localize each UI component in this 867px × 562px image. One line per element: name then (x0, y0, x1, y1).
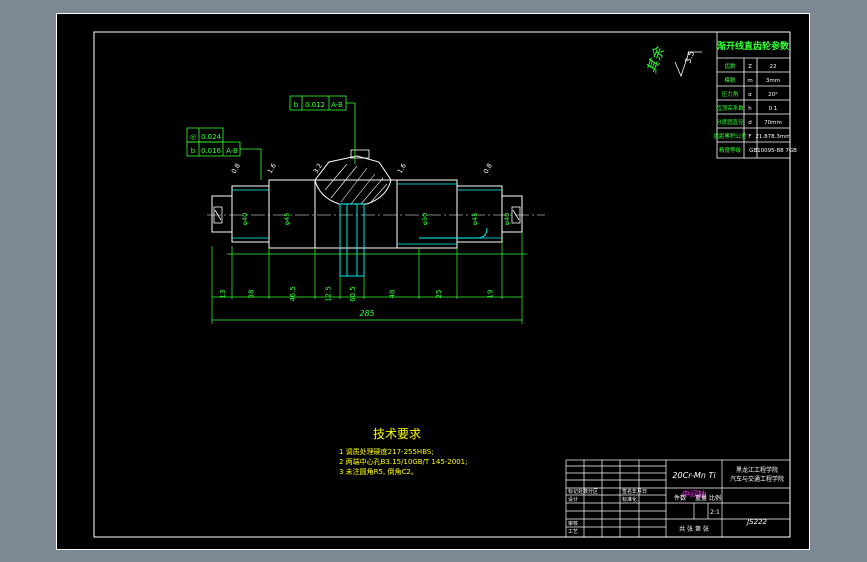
diameter-label-4: φ40 (503, 213, 511, 226)
param-name-4: 分度圆直径 (716, 118, 744, 126)
roughness-mark-4: 0.8 (482, 162, 494, 175)
title-weight-label: 重量 (695, 494, 707, 502)
param-name-2: 压力角 (722, 90, 739, 98)
param-sym-4: d (748, 120, 752, 126)
param-sym-5: F (748, 134, 751, 140)
tol-top-sym: b (294, 101, 299, 109)
dim-seg-6: 25 (435, 290, 443, 299)
dim-seg-1: 38 (248, 290, 256, 299)
tol-left2-ref: A-B (226, 147, 238, 155)
title-row-2: 设计 (568, 496, 578, 503)
tolerance-frame-top (289, 95, 356, 164)
diameter-label-0: φ40 (241, 213, 249, 226)
dim-seg-7: 19 (487, 290, 495, 299)
param-sym-2: α (748, 92, 752, 98)
param-val-1: 3mm (766, 78, 780, 84)
drawing-sheet: 渐开线直齿轮参数 齿数 Z 22 模数 m 3mm 压力角 α 20° 齿顶高系数 h 0.1 分度圆直… (56, 13, 810, 550)
title-dept: 汽车与交通工程学院 (730, 475, 784, 483)
shaft-detail-lines (232, 183, 502, 245)
tol-top-val: 0.012 (305, 101, 325, 109)
diameter-label-2: φ50 (421, 213, 429, 226)
title-date: 签名年月日 (622, 488, 647, 495)
param-name-6: 精度等级 (719, 146, 742, 154)
drawing-canvas: 渐开线直齿轮参数 齿数 Z 22 模数 m 3mm 压力角 α 20° 齿顶高系数 h 0.1 分度圆直… (93, 31, 797, 538)
tech-req-item-1: 1 调质处理硬度217-255HBS; (339, 447, 434, 456)
dimension-lines (211, 232, 527, 324)
tolerance-frame-left (186, 127, 262, 180)
gear-section (314, 149, 392, 205)
dim-seg-5: 48 (389, 290, 397, 299)
roughness-other-note: 其余 (644, 44, 669, 76)
center-hole-right (511, 206, 521, 224)
tech-req-item-3: 3 未注圆角R5, 倒角C2。 (339, 467, 418, 476)
param-table-title: 渐开线直齿轮参数 (717, 40, 790, 52)
tol-top-ref: A-B (331, 101, 343, 109)
param-val-2: 20° (768, 92, 778, 98)
param-name-1: 模数 (724, 76, 736, 84)
dim-seg-2: 46.5 (289, 286, 297, 302)
title-scale: 2:1 (710, 509, 720, 516)
title-total: 共 张 第 张 (679, 525, 709, 533)
tech-req-title: 技术要求 (373, 427, 421, 441)
title-row-4: 工艺 (568, 529, 578, 535)
roughness-other-value: 3.5 (683, 50, 696, 65)
gear-parameter-table (716, 31, 791, 159)
tol-left1-val: 0.024 (201, 133, 222, 141)
tol-left2-val: 0.016 (201, 147, 222, 155)
roughness-mark-2: 3.2 (312, 162, 324, 175)
title-count-label: 件数 (674, 494, 686, 502)
title-part-code: 20Cr-Mn Ti (672, 471, 716, 480)
tech-req-item-2: 2 两端中心孔B3.15/10GB/T 145-2001; (339, 457, 467, 466)
diameter-label-3: φ45 (471, 213, 479, 226)
title-block (565, 459, 791, 538)
param-sym-1: m (747, 78, 752, 84)
param-sym-3: h (748, 106, 752, 112)
roughness-mark-3: 1.6 (396, 162, 408, 175)
roughness-mark-1: 1.6 (266, 162, 278, 175)
param-val-4: 70mm (764, 120, 782, 126)
param-val-6: GB10095-88 7GB (749, 148, 797, 154)
title-drawing-no: JS222 (745, 518, 767, 526)
title-scale-label: 比例 (709, 494, 721, 502)
title-school: 黑龙江工程学院 (736, 466, 778, 474)
inner-frame (93, 31, 791, 538)
diameter-label-1: φ45 (283, 213, 291, 226)
param-sym-0: Z (748, 64, 752, 70)
center-hole-left (213, 206, 223, 224)
tol-left1-sym: ◎ (190, 133, 196, 141)
param-val-3: 0.1 (769, 106, 778, 112)
param-name-3: 齿顶高系数 (716, 104, 744, 112)
title-row-1: 标记处数分区 (568, 488, 598, 495)
shaft-outline (211, 179, 523, 249)
total-length: 285 (359, 309, 374, 318)
param-val-5: 21.878.3mm (755, 134, 790, 140)
param-val-0: 22 (770, 64, 777, 70)
param-name-5: 齿距累积公差 (713, 132, 747, 140)
title-row-3: 审核 (568, 520, 578, 527)
dim-seg-0: 13 (219, 290, 227, 299)
title-part-name: 中间轴 (682, 489, 706, 499)
tol-left2-sym: b (191, 147, 196, 155)
roughness-mark-0: 0.8 (230, 162, 242, 175)
dim-seg-3: 12.5 (325, 286, 333, 302)
title-std: 标准化 (622, 496, 637, 503)
dim-seg-4: 60.5 (349, 286, 357, 302)
param-name-0: 齿数 (724, 62, 736, 70)
roughness-other-symbol (674, 51, 702, 78)
